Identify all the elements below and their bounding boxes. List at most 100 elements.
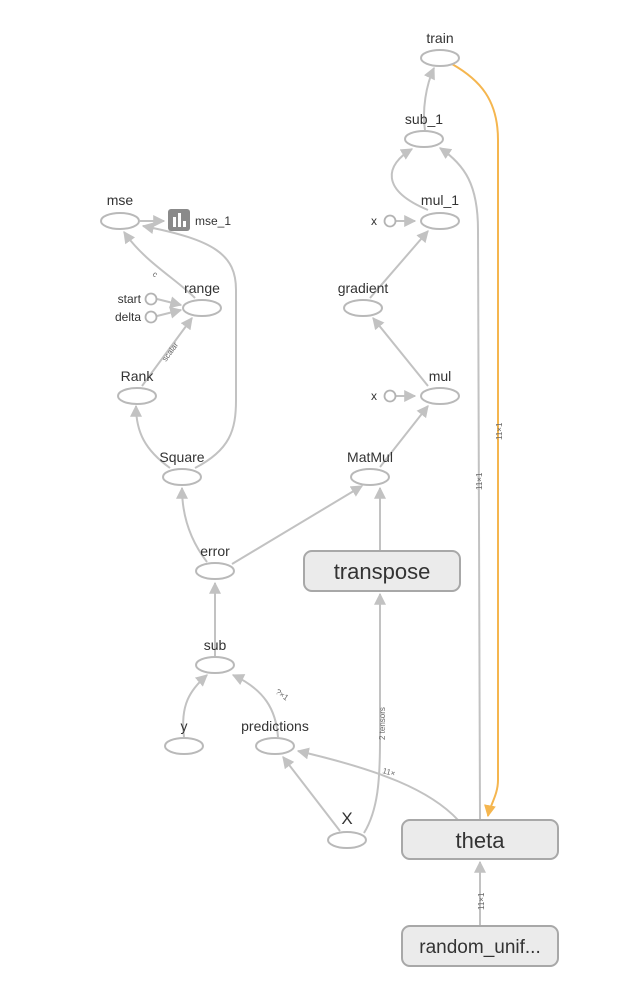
summary-icon-bar-1 bbox=[173, 217, 176, 227]
edge-delta-range bbox=[156, 306, 183, 319]
node-gradient-label: gradient bbox=[338, 280, 389, 296]
edge-gradient-mul1 bbox=[369, 230, 429, 299]
const-x-mul-1[interactable]: x bbox=[371, 214, 397, 228]
node-random-uniform-label: random_unif... bbox=[419, 937, 540, 958]
node-matmul[interactable]: MatMul bbox=[347, 449, 393, 486]
edge-train-theta-ref bbox=[451, 63, 499, 818]
edge-square-mse bbox=[141, 222, 237, 469]
node-predictions-label: predictions bbox=[241, 718, 309, 734]
node-mul[interactable]: mul bbox=[420, 368, 460, 405]
summary-icon-bar-2 bbox=[178, 213, 181, 227]
node-mul-shape[interactable] bbox=[420, 387, 460, 405]
node-y-shape[interactable] bbox=[164, 737, 204, 755]
edge-label-theta-train: 11×1 bbox=[495, 422, 504, 440]
node-mul-1-shape[interactable] bbox=[420, 212, 460, 230]
node-mse-1-summary[interactable]: mse_1 bbox=[168, 209, 231, 231]
const-start-shape[interactable] bbox=[144, 292, 158, 306]
node-X-shape[interactable] bbox=[327, 831, 367, 849]
const-x-mul-shape[interactable] bbox=[383, 389, 397, 403]
node-sub-shape[interactable] bbox=[195, 656, 235, 674]
node-sub-1-label: sub_1 bbox=[405, 111, 443, 127]
edge-matmul-mul bbox=[379, 405, 429, 468]
edge-mul1-sub1 bbox=[390, 148, 429, 211]
edge-label-range-mse: c bbox=[151, 270, 160, 279]
node-mul-1[interactable]: mul_1 bbox=[420, 192, 460, 230]
const-x-mul-1-label: x bbox=[371, 214, 377, 228]
nodes: train sub_1 mul_1 x mse mse_1 bbox=[100, 30, 559, 967]
node-theta-label: theta bbox=[456, 828, 506, 853]
const-x-mul-1-shape[interactable] bbox=[383, 214, 397, 228]
node-mse[interactable]: mse bbox=[100, 192, 140, 230]
node-gradient-shape[interactable] bbox=[343, 299, 383, 317]
const-x-mul-label: x bbox=[371, 389, 377, 403]
edge-error-square bbox=[176, 486, 208, 563]
edge-predictions-sub bbox=[231, 674, 279, 738]
edge-error-matmul bbox=[231, 485, 364, 565]
edge-start-range bbox=[156, 296, 183, 309]
node-train-shape[interactable] bbox=[420, 49, 460, 67]
node-theta[interactable]: theta bbox=[401, 819, 559, 860]
node-range-shape[interactable] bbox=[182, 299, 222, 317]
const-delta-shape[interactable] bbox=[144, 310, 158, 324]
node-transpose-label: transpose bbox=[334, 559, 431, 584]
node-square-shape[interactable] bbox=[162, 468, 202, 486]
edge-theta-predictions bbox=[296, 747, 459, 821]
edge-label-x-transpose: 2 tensors bbox=[378, 707, 387, 740]
node-X-label: X bbox=[341, 809, 352, 828]
node-matmul-label: MatMul bbox=[347, 449, 393, 465]
edge-label-rank-range: scalar bbox=[160, 340, 180, 363]
node-mul-label: mul bbox=[429, 368, 452, 384]
edge-y-sub bbox=[182, 674, 208, 738]
node-train[interactable]: train bbox=[420, 30, 460, 67]
edge-square-rank bbox=[130, 404, 171, 469]
const-x-mul[interactable]: x bbox=[371, 389, 397, 403]
edge-label-random-theta: 11×1 bbox=[477, 892, 486, 910]
node-transpose[interactable]: transpose bbox=[303, 550, 461, 592]
node-mse-label: mse bbox=[107, 192, 134, 208]
node-X[interactable]: X bbox=[327, 809, 367, 849]
node-y-label: y bbox=[181, 718, 188, 734]
edge-theta-sub1 bbox=[439, 147, 481, 820]
node-random-uniform-shape[interactable] bbox=[401, 925, 559, 967]
const-start-label: start bbox=[118, 292, 142, 306]
edge-sub1-train bbox=[423, 66, 435, 131]
node-theta-shape[interactable] bbox=[401, 819, 559, 860]
node-y[interactable]: y bbox=[164, 718, 204, 755]
node-predictions[interactable]: predictions bbox=[241, 718, 309, 755]
node-rank-shape[interactable] bbox=[117, 387, 157, 405]
summary-icon-bar-3 bbox=[183, 221, 186, 227]
edge-x-transpose bbox=[363, 592, 386, 834]
node-rank[interactable]: Rank bbox=[117, 368, 157, 405]
node-matmul-shape[interactable] bbox=[350, 468, 390, 486]
node-transpose-shape[interactable] bbox=[303, 550, 461, 592]
const-delta[interactable]: delta bbox=[115, 310, 158, 324]
edge-mul-gradient bbox=[372, 317, 429, 387]
node-error-label: error bbox=[200, 543, 230, 559]
node-random-uniform[interactable]: random_unif... bbox=[401, 925, 559, 967]
node-square-label: Square bbox=[159, 449, 204, 465]
node-mul-1-label: mul_1 bbox=[421, 192, 459, 208]
edge-range-mse bbox=[123, 231, 196, 299]
node-sub-1[interactable]: sub_1 bbox=[404, 111, 444, 148]
edge-label-theta-sub1: 11×1 bbox=[475, 472, 484, 490]
node-square[interactable]: Square bbox=[159, 449, 205, 486]
edge-rank-range bbox=[141, 317, 193, 387]
node-sub[interactable]: sub bbox=[195, 637, 235, 674]
const-start[interactable]: start bbox=[118, 292, 158, 306]
node-mse-shape[interactable] bbox=[100, 212, 140, 230]
node-gradient[interactable]: gradient bbox=[338, 280, 389, 317]
node-range[interactable]: range bbox=[182, 280, 222, 317]
node-mse-1-label: mse_1 bbox=[195, 214, 231, 228]
node-sub-label: sub bbox=[204, 637, 227, 653]
node-predictions-shape[interactable] bbox=[255, 737, 295, 755]
edge-label-theta-predictions: 11× bbox=[381, 766, 396, 778]
const-delta-label: delta bbox=[115, 310, 141, 324]
node-range-label: range bbox=[184, 280, 220, 296]
node-error-shape[interactable] bbox=[195, 562, 235, 580]
edge-x-predictions bbox=[282, 756, 341, 832]
node-error[interactable]: error bbox=[195, 543, 235, 580]
node-rank-label: Rank bbox=[121, 368, 155, 384]
node-train-label: train bbox=[426, 30, 453, 46]
node-sub-1-shape[interactable] bbox=[404, 130, 444, 148]
